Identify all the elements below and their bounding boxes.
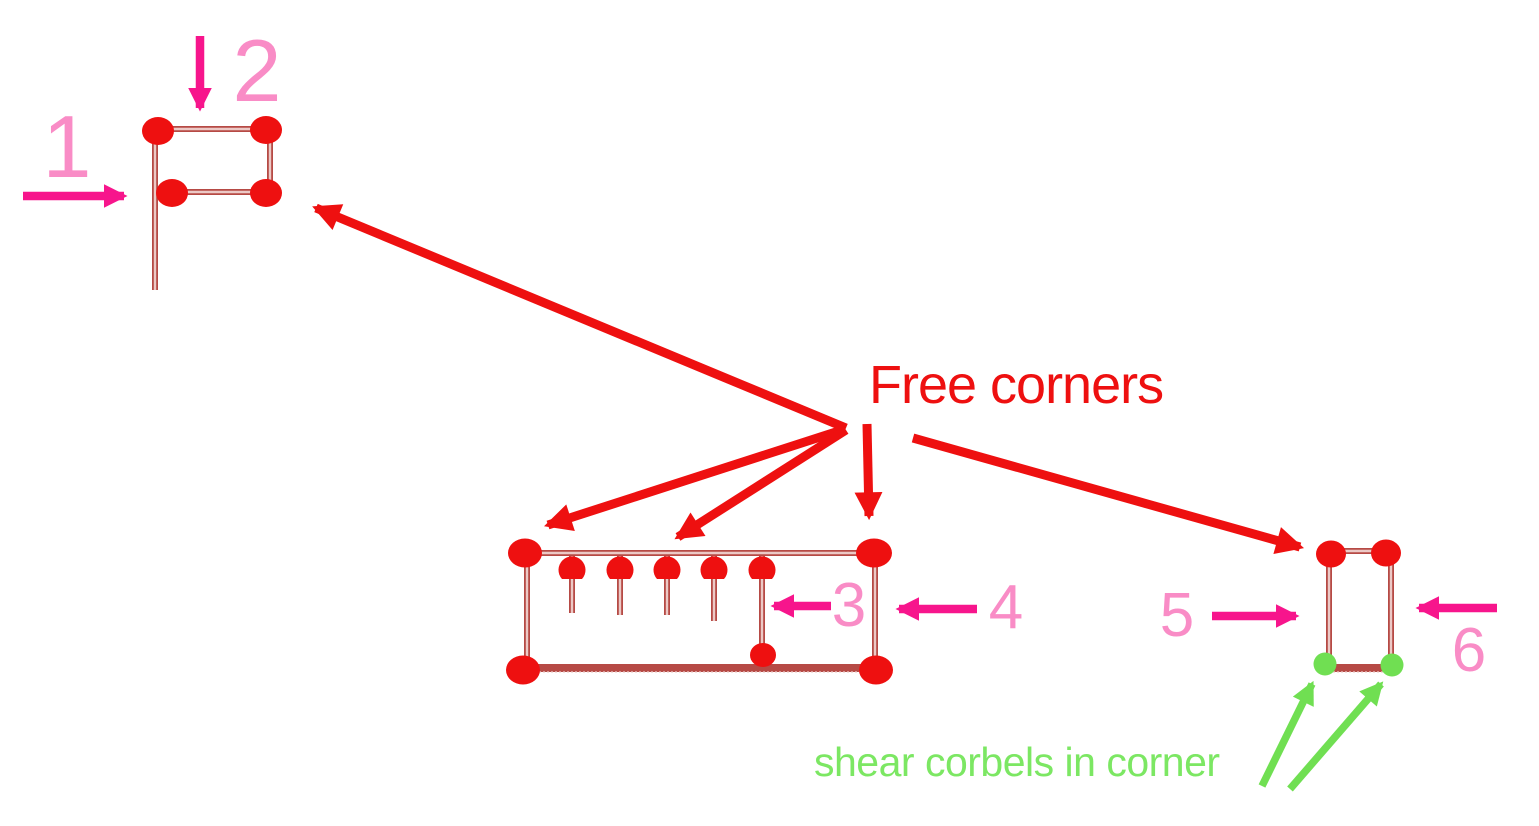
- corner-node: [859, 655, 893, 685]
- corner-node: [506, 655, 540, 685]
- figure1-members-core: [153, 127, 272, 290]
- shear-corbel-node: [1380, 653, 1404, 677]
- mid-node: [750, 643, 776, 667]
- corner-detail-figure-1: [142, 116, 282, 290]
- callout-number-1: 1: [42, 97, 92, 196]
- corner-node: [508, 538, 542, 568]
- corner-node: [1316, 540, 1346, 568]
- corner-node: [250, 116, 282, 144]
- corner-node: [142, 117, 174, 145]
- callout-number-3: 3: [831, 571, 867, 640]
- free-corner-arrows: [312, 203, 1305, 554]
- shear-corbel-arrows: [1258, 680, 1384, 792]
- slab-detail-figure: [506, 538, 893, 685]
- callout-number-4: 4: [988, 573, 1024, 642]
- corner-node: [250, 179, 282, 207]
- shear-corbel-node: [1313, 652, 1337, 676]
- callout-arrows: [23, 36, 1497, 628]
- free-corner-arrow-figure1: [312, 203, 848, 433]
- shear-corbel-arrow-left: [1258, 680, 1316, 788]
- callout-number-2: 2: [232, 21, 282, 120]
- callout-number-6: 6: [1451, 616, 1487, 685]
- figure2-members-core: [1327, 549, 1393, 665]
- stud-marker: [653, 556, 681, 579]
- figure1-members: [152, 126, 273, 290]
- stud-marker: [700, 556, 728, 579]
- stud-marker: [748, 556, 776, 579]
- stud-marker: [558, 556, 586, 579]
- corner-node: [156, 179, 188, 207]
- free-corner-arrow-slab-left: [544, 424, 847, 531]
- shear-corbels-label: shear corbels in corner: [814, 739, 1220, 785]
- corner-detail-figure-2: [1313, 539, 1404, 677]
- slab-members-core: [525, 551, 877, 670]
- corner-node: [1371, 539, 1401, 567]
- free-corner-arrow-figure2: [911, 433, 1305, 554]
- figure2-members: [1326, 548, 1394, 665]
- callout-number-5: 5: [1159, 581, 1195, 650]
- shear-corbel-arrow-right: [1287, 681, 1384, 792]
- free-corner-arrow-slab-mid: [674, 426, 849, 541]
- corner-node: [856, 538, 892, 568]
- slab-stems-core: [570, 556, 764, 648]
- stud-marker: [606, 556, 634, 579]
- free-corner-arrow-slab-right: [854, 423, 883, 521]
- free-corners-label: Free corners: [869, 355, 1164, 415]
